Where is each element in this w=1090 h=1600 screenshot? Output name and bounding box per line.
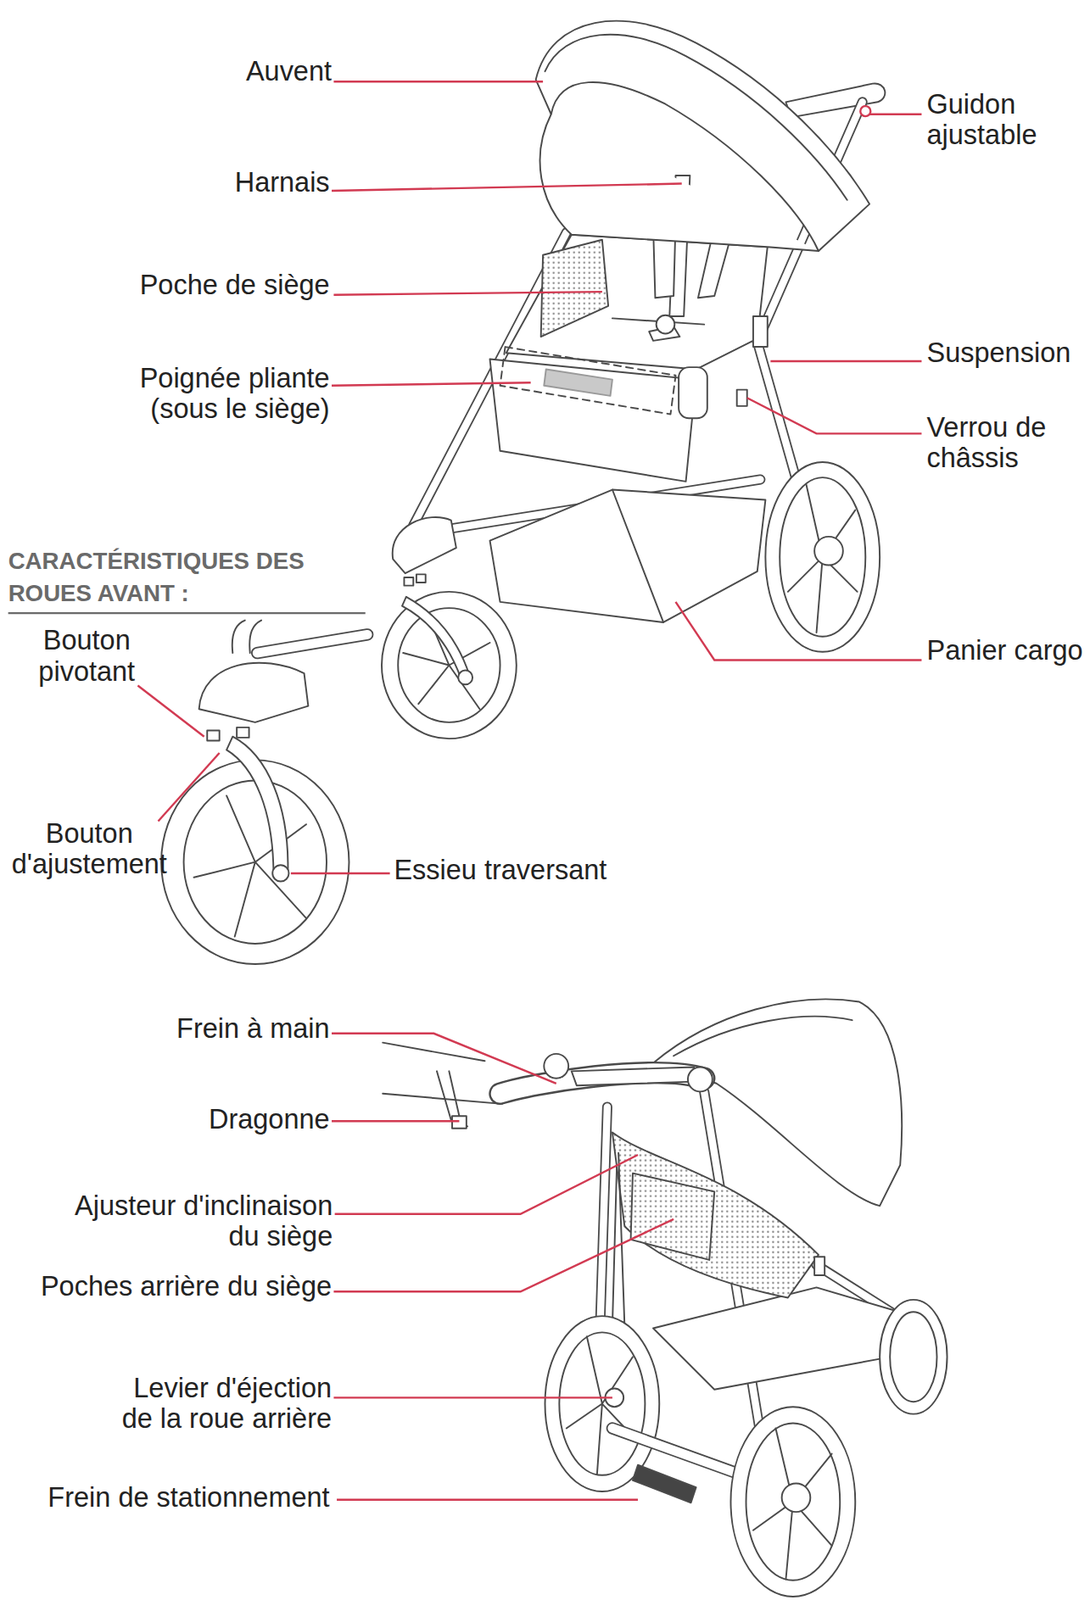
part-label: Levier d'éjection de la roue arrière: [111, 1373, 332, 1435]
part-label: Poche de siège: [23, 269, 330, 301]
part-label: Dragonne: [23, 1104, 330, 1135]
leader-dot: [860, 106, 871, 117]
part-label: Bouton d'ajustement: [0, 818, 179, 880]
part-label: Bouton pivotant: [15, 626, 158, 688]
part-label: Ajusteur d'inclinaison du siège: [51, 1190, 333, 1253]
heading-rule: [8, 612, 366, 615]
part-label: Panier cargo: [926, 636, 1088, 667]
part-label: Frein à main: [23, 1013, 330, 1045]
part-label: Essieu traversant: [393, 855, 700, 886]
part-label: Auvent: [25, 55, 332, 87]
part-label: Harnais: [23, 167, 330, 198]
part-label: Frein de stationnement: [3, 1482, 330, 1514]
section-heading: CARACTÉRISTIQUES DES ROUES AVANT :: [8, 546, 366, 610]
part-label: Poches arrière du siège: [5, 1271, 332, 1303]
part-label: Poignée pliante (sous le siège): [125, 363, 330, 425]
part-label: Verrou de châssis: [926, 412, 1069, 474]
part-label: Guidon ajustable: [926, 89, 1079, 151]
part-label: Suspension: [926, 337, 1085, 369]
